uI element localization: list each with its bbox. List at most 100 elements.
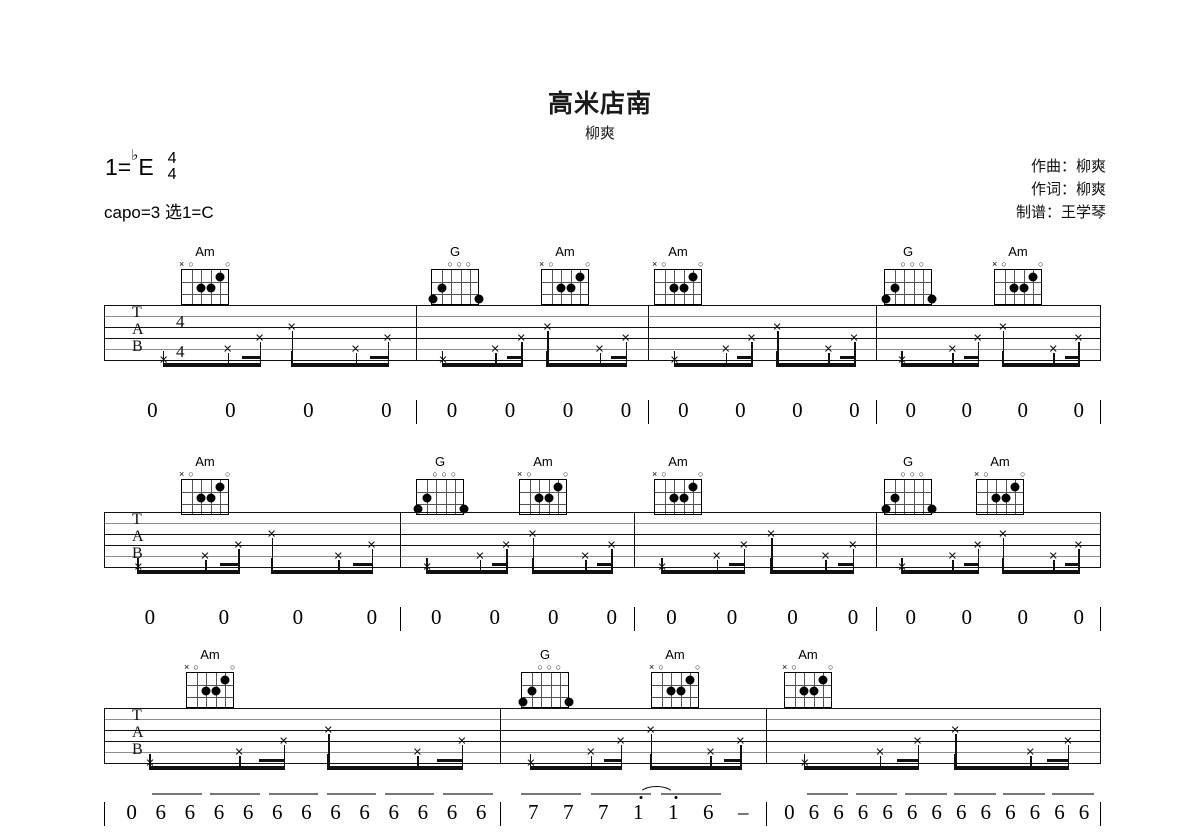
chord-open-mute-marks: ×○○ — [647, 663, 703, 672]
string-line — [530, 480, 532, 514]
barline — [104, 305, 105, 361]
tab-clef-letter: B — [132, 338, 143, 355]
beam-group — [441, 363, 523, 367]
staff-line — [104, 534, 1100, 535]
tab-clef-letter: T — [132, 707, 142, 724]
note-stem — [743, 549, 746, 574]
beam-secondary — [353, 563, 373, 566]
staff-line — [104, 741, 1100, 742]
beam-secondary — [219, 563, 240, 566]
staff-line — [104, 523, 1100, 524]
note-stem — [977, 549, 980, 574]
fret-line — [655, 503, 701, 505]
fret-line — [652, 696, 698, 698]
chord-open-mute-marks: ×○○ — [177, 260, 233, 269]
note-stem — [479, 560, 482, 574]
string-line — [469, 270, 471, 304]
beam-secondary — [437, 759, 464, 762]
note-number: 0 — [1073, 605, 1084, 629]
beam-underline — [521, 793, 581, 795]
staff-line — [104, 545, 1100, 546]
fret-line — [995, 282, 1041, 284]
chord-open-mute-marks: ○○○ — [427, 260, 483, 269]
strum-mute-x: × — [772, 318, 782, 336]
chord-open-mute-marks: ×○○ — [515, 470, 571, 479]
beam-group — [673, 363, 753, 367]
open-string-icon: ○ — [447, 259, 453, 269]
credits-block: 作曲：柳爽 作词：柳爽 制谱：王学琴 — [1016, 155, 1106, 224]
note-number: 7 — [563, 800, 574, 824]
chord-name: G — [902, 454, 914, 469]
chord-diagram-am: Am×○○ — [650, 245, 706, 305]
beam-group — [327, 766, 463, 770]
beam-secondary — [723, 759, 742, 762]
finger-dot — [927, 294, 937, 304]
strum-mute-x: × — [950, 721, 960, 739]
number-barline — [500, 802, 501, 826]
note-stem — [1001, 351, 1004, 365]
finger-dot — [1028, 272, 1038, 282]
tab-staff: TAB×××××××××××××××××××××××× — [104, 511, 1101, 575]
chord-diagram-g: G○○○ — [412, 455, 469, 515]
note-stem — [149, 754, 151, 768]
fret-line — [182, 293, 228, 295]
beam-underline — [661, 793, 721, 795]
key-letter: E — [138, 154, 154, 180]
string-line — [904, 480, 906, 514]
string-line — [436, 480, 438, 514]
open-string-icon: ○ — [548, 259, 554, 269]
string-line — [224, 673, 226, 707]
fretboard-grid — [784, 672, 832, 708]
string-line — [822, 673, 824, 707]
barline — [766, 708, 767, 764]
fret-line — [655, 492, 701, 494]
beam-group — [954, 766, 1069, 770]
note-number: 0 — [489, 605, 501, 629]
string-line — [197, 673, 199, 707]
note-stem — [529, 754, 532, 768]
number-barline — [766, 802, 767, 826]
key-prefix: 1= — [105, 154, 132, 180]
chord-diagram-g: G○○○ — [517, 648, 574, 708]
strum-mute-x: × — [998, 318, 1008, 336]
staff-line — [104, 349, 1100, 350]
note-stem — [625, 342, 628, 367]
chord-open-mute-marks: ×○○ — [972, 470, 1028, 479]
chord-diagram-am: Am×○○ — [515, 455, 571, 515]
fretboard-grid — [654, 269, 702, 305]
barline — [876, 305, 877, 361]
beam-group — [803, 766, 919, 770]
fret-line — [995, 293, 1041, 295]
note-stem — [461, 745, 464, 770]
mute-string-icon: × — [184, 662, 190, 672]
note-stem — [546, 351, 548, 365]
fretboard-grid — [186, 672, 234, 708]
tab-clef-letter: A — [132, 321, 144, 338]
note-stem — [710, 756, 712, 770]
strum-mute-x: × — [736, 732, 745, 750]
number-barline — [400, 607, 401, 631]
fretboard-grid — [541, 269, 589, 305]
number-barline — [634, 607, 635, 631]
page-title: 高米店南 — [547, 90, 652, 118]
chord-open-mute-marks: ○○○ — [880, 260, 936, 269]
beam-underline — [904, 793, 947, 795]
note-number: 6 — [882, 800, 893, 824]
strum-mute-x: × — [948, 340, 957, 358]
note-number: 6 — [833, 800, 844, 824]
note-number: 6 — [808, 800, 820, 824]
finger-dot — [679, 493, 689, 503]
note-stem — [770, 558, 772, 572]
fret-line — [432, 282, 478, 284]
strum-mute-x: × — [234, 743, 244, 761]
fretboard-grid — [181, 479, 229, 515]
fret-line — [542, 282, 588, 284]
note-stem — [776, 351, 778, 365]
open-string-icon: ○ — [188, 259, 194, 269]
beam-secondary — [506, 356, 523, 359]
note-number: 6 — [272, 800, 283, 824]
note-stem — [955, 734, 957, 770]
strum-mute-x: × — [528, 525, 537, 543]
beam-underline — [1002, 793, 1045, 795]
